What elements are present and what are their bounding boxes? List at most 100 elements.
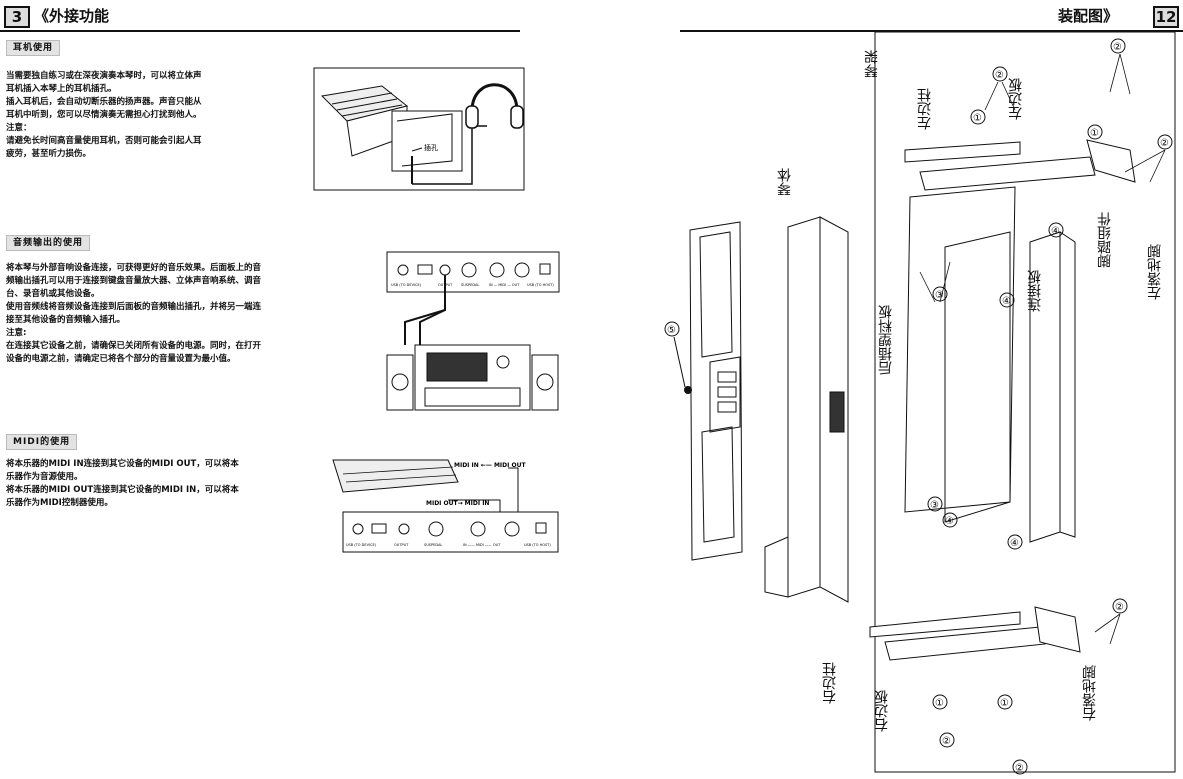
callout-circle <box>927 496 943 512</box>
figure-text-midi-out: MIDI OUT→ MIDI IN <box>426 500 489 507</box>
callout-leader <box>673 336 686 388</box>
port-label: USB (TO HOST) <box>524 543 551 547</box>
header-rule-left <box>0 6 520 32</box>
right-page: 装配图》 12 ⑤ <box>590 0 1183 779</box>
text-line: 乐器作为MIDI控制器使用。 <box>6 498 113 508</box>
callout-2: ② <box>1115 602 1124 613</box>
label-qinjia: 琴架 <box>864 50 880 78</box>
callout-5-circle <box>664 321 680 337</box>
piano-body <box>764 216 849 603</box>
callout-4: ④ <box>1010 538 1019 549</box>
callout-circle <box>997 694 1013 710</box>
callout-circle <box>932 694 948 710</box>
callout-2: ② <box>942 736 951 747</box>
label-you-luo-di-jiao: 右落地脚 <box>1082 665 1098 721</box>
text-line: 接至其他设备的音频输入插孔。 <box>6 315 126 325</box>
header-rule-right <box>680 6 1183 32</box>
port-label: USB (TO DEVICE) <box>346 543 377 547</box>
callout-3: ③ <box>935 290 944 301</box>
connector-board <box>904 186 1016 523</box>
label-zuo-bian-zhu: 左边柱 <box>917 88 933 130</box>
section-text-headphones: 当需要独自练习或在深夜演奏本琴时，可以将立体声 耳机插入本琴上的耳机插孔。 插入… <box>6 70 306 161</box>
callout-circle <box>942 512 958 528</box>
callouts-group: ② ② ① ① ② ④ ③ ④ ③ ④ ④ ② ① ① <box>927 38 1173 775</box>
page-number-right: 12 <box>1153 6 1179 28</box>
port-label: USB (TO DEVICE) <box>391 283 422 287</box>
callout-3: ③ <box>930 500 939 511</box>
text-line: 频输出插孔可以用于连接到键盘音量放大器、立体声音响系统、调音 <box>6 276 262 286</box>
section-label-midi: MIDI的使用 <box>6 434 78 450</box>
callout-circle <box>992 66 1008 82</box>
text-line: 将本琴与外部音响设备连接，可获得更好的音乐效果。后面板上的音 <box>6 263 262 273</box>
callout-circle <box>939 732 955 748</box>
port-label: OUTPUT <box>394 543 409 547</box>
callout-1: ① <box>973 113 982 124</box>
callout-circle <box>970 109 986 125</box>
callout-4: ④ <box>1002 296 1011 307</box>
assembly-diagram: ⑤ <box>664 32 1176 775</box>
callout-circle <box>1110 38 1126 54</box>
text-line: 疲劳，甚至听力损伤。 <box>6 149 92 159</box>
section-text-audio-out: 将本琴与外部音响设备连接，可获得更好的音乐效果。后面板上的音 频输出插孔可以用于… <box>6 262 361 366</box>
text-line: 当需要独自练习或在深夜演奏本琴时，可以将立体声 <box>6 71 202 81</box>
callout-5: ⑤ <box>667 325 676 336</box>
text-line: 注意： <box>6 123 32 133</box>
text-line: 耳机中听到，您可以尽情演奏无需担心打扰到他人。 <box>6 110 202 120</box>
label-jiaota-zujian: 脚踏组件 <box>1097 212 1113 268</box>
callout-1: ① <box>1000 698 1009 709</box>
callout-2: ② <box>1015 763 1024 774</box>
callout-circle <box>1157 134 1173 150</box>
label-qinti: 琴体 <box>777 168 793 196</box>
text-line: 注意: <box>6 328 27 338</box>
callout-2: ② <box>1160 138 1169 149</box>
callout-circle <box>1087 124 1103 140</box>
port-label: IN —— MIDI —— OUT <box>463 543 501 547</box>
leader-lines <box>919 53 1166 645</box>
label-hou-cha-su-liao-ban: 后插塑料板 <box>878 305 894 375</box>
callout-circle <box>999 292 1015 308</box>
callout-1: ① <box>1090 128 1099 139</box>
callout-2: ② <box>1113 42 1122 53</box>
port-label: IN — MIDI — OUT <box>489 283 520 287</box>
headphone-illustration: 插孔 <box>313 67 525 191</box>
section-text-midi: 将本乐器的MIDI IN连接到其它设备的MIDI OUT，可以将本 乐器作为音源… <box>6 458 321 510</box>
section-label-headphones: 耳机使用 <box>6 40 61 56</box>
text-line: 将本乐器的MIDI OUT连接到其它设备的MIDI IN，可以将本 <box>6 485 239 495</box>
callout-circle <box>1048 222 1064 238</box>
callout-4: ④ <box>945 516 954 527</box>
figure-text-midi-in: MIDI IN ←— MIDI OUT <box>454 462 526 469</box>
pedal-frame <box>689 221 743 561</box>
pedal-side-board <box>1029 231 1076 543</box>
figure-text-jack: 插孔 <box>424 143 438 152</box>
label-you-bian-zhu: 右边柱 <box>822 662 838 704</box>
text-line: 耳机插入本琴上的耳机插孔。 <box>6 84 117 94</box>
label-lianjie-ban: 连接板 <box>1027 270 1043 312</box>
text-line: 乐器作为音源使用。 <box>6 472 83 482</box>
page-title-left: 《外接功能 <box>34 7 110 25</box>
left-page: 3 《外接功能 耳机使用 当需要独自练习或在深夜演奏本琴时，可以将立体声 耳机插… <box>0 0 560 779</box>
callout-1: ① <box>935 698 944 709</box>
section-label-audio-out: 音频输出的使用 <box>6 235 91 251</box>
port-label: SUSPEDAL <box>424 543 442 547</box>
text-line: 在连接其它设备之前，请确保已关闭所有设备的电源。同时，在打开 <box>6 341 262 351</box>
page-number-left: 3 <box>4 6 30 28</box>
pedal-knob <box>684 386 692 394</box>
midi-illustration: MIDI IN ←— MIDI OUT MIDI OUT→ MIDI IN US… <box>332 459 559 553</box>
text-line: 台、录音机或其他设备。 <box>6 289 100 299</box>
callout-circle <box>1012 759 1028 775</box>
page-title-right: 装配图》 <box>1058 7 1119 25</box>
text-line: 设备的电源之前，请确定已将各个部分的音量设置为最小值。 <box>6 354 236 364</box>
audio-output-illustration: USB (TO DEVICE) OUTPUT SUSPEDAL IN — MID… <box>386 251 560 411</box>
callout-2: ② <box>995 70 1004 81</box>
callout-4: ④ <box>1051 226 1060 237</box>
callout-circle <box>1112 598 1128 614</box>
text-line: 插入耳机后，会自动切断乐器的扬声器。声音只能从 <box>6 97 202 107</box>
text-line: 请避免长时间高音量使用耳机，否则可能会引起人耳 <box>6 136 202 146</box>
text-line: 将本乐器的MIDI IN连接到其它设备的MIDI OUT，可以将本 <box>6 459 239 469</box>
text-line: 使用音频线将音频设备连接到后面板的音频输出插孔，并将另一端连 <box>6 302 262 312</box>
port-label: SUSPEDAL <box>461 283 479 287</box>
port-label: USB (TO HOST) <box>527 283 554 287</box>
top-boards <box>904 139 1136 191</box>
bottom-boards <box>869 606 1081 661</box>
label-zuo-bian-ban: 左边板 <box>1008 78 1024 120</box>
